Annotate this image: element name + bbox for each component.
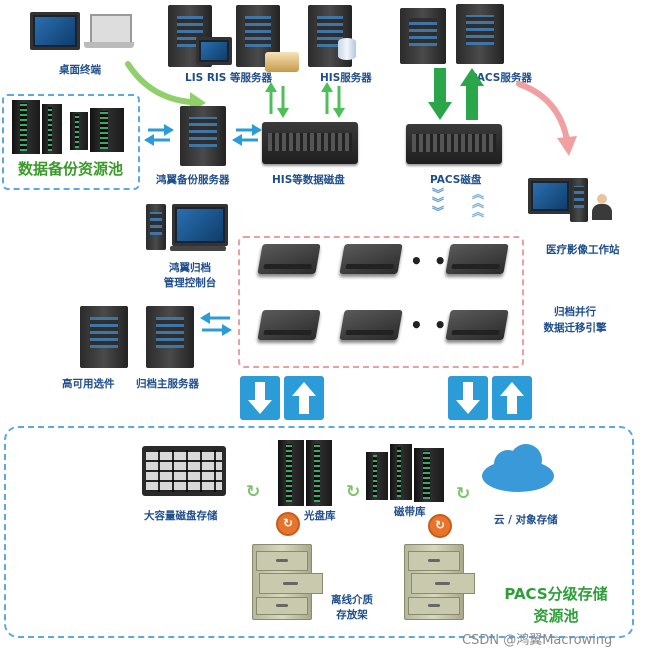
filing-cabinet-icon-1 [252,544,323,620]
desktop-monitor-icon [30,12,80,50]
swirl-icon-1: ↻ [246,482,261,502]
migration-engine-frame [238,236,524,368]
engine-node-icon-2 [339,244,403,274]
archive-console-label-1: 鸿翼归档 [169,262,211,274]
tape-library-icon-3 [414,448,444,502]
cycle-icon-2: ↻ [428,514,452,538]
workstation-tower-icon [570,178,588,222]
archive-console-label-2: 管理控制台 [163,277,217,289]
workstation-label: 医疗影像工作站 [546,244,620,256]
his-server-label: HIS服务器 [320,72,372,84]
engine-node-icon-5 [339,310,403,340]
database-icon [338,38,356,60]
laptop-icon [84,14,134,52]
tape-library-icon-2 [390,444,412,500]
pacs-pool-title-1: PACS分级存储 [504,585,608,603]
backup-disk-sync-arrow [232,124,262,146]
pacs-server-label: PACS服务器 [470,72,532,84]
pacs-server-icon-1 [400,8,446,64]
lis-server-icon [168,5,212,67]
engine-main-sync-arrow [200,312,232,336]
workstation-monitor-icon [528,178,572,214]
cloud-icon [482,444,554,492]
backup-rack-icon-4 [90,108,124,152]
lis-disk-sync-arrow [265,82,289,118]
csdn-watermark: CSDN @鸿翼Macrowing [462,633,613,648]
console-keyboard-icon [170,246,226,251]
engine-node-icon-1 [257,244,321,274]
migration-down-chevrons: ︾︾︾ [431,187,444,219]
tape-library-icon-1 [366,452,388,500]
lis-ris-label: LIS RIS 等服务器 [185,72,273,84]
cycle-icon-1: ↻ [276,512,300,536]
offline-media-label-1: 离线介质 [331,594,373,606]
migration-engine-label-2: 数据迁移引擎 [543,322,607,334]
pacs-workstation-arrow [516,81,577,156]
doctor-avatar-icon [592,194,612,220]
swirl-icon-3: ↻ [456,484,471,504]
archive-main-server-icon [146,306,194,368]
pacs-pool-title-2: 资源池 [533,607,579,625]
engine-node-icon-4 [257,310,321,340]
migration-up-chevrons: ︽︽︽ [471,187,484,219]
tape-library-label: 磁带库 [394,506,426,518]
optical-library-icon-1 [278,440,304,506]
ha-component-label: 高可用选件 [62,378,115,390]
swirl-icon-2: ↻ [346,482,361,502]
optical-library-label: 光盘库 [304,510,336,522]
backup-rack-icon-2 [42,104,62,154]
disk-array-icon [142,446,226,496]
backup-rack-icon-1 [12,100,40,154]
tier-down-arrow-left [240,376,280,420]
migration-engine-label-1: 归档并行 [554,306,596,318]
backup-server-label: 鸿翼备份服务器 [156,174,230,186]
tier-down-arrow-right [448,376,488,420]
ha-server-icon [80,306,128,368]
pacs-disk-sync-arrow [428,68,484,120]
his-disk-label: HIS等数据磁盘 [272,174,345,186]
backup-pool-frame [2,94,140,190]
backup-server-icon [180,106,226,166]
filing-cabinet-icon-2 [404,544,475,620]
ris-monitor-icon [196,37,232,65]
engine-node-icon-6 [445,310,509,340]
tier-up-arrow-left [284,376,324,420]
backup-pool-title: 数据备份资源池 [18,160,124,178]
console-tower-icon [146,204,166,250]
engine-node-icon-3 [445,244,509,274]
console-monitor-icon [172,204,228,246]
pool-backup-sync-arrow [144,124,174,146]
book-icon [265,52,299,72]
pacs-pool-frame [4,426,634,638]
desktop-terminal-label: 桌面终端 [59,64,101,76]
cloud-storage-label: 云 / 对象存储 [494,514,558,526]
pacs-disk-label: PACS磁盘 [430,174,482,186]
his-disk-rack-icon [262,122,358,164]
pacs-disk-rack-icon [406,124,502,164]
optical-library-icon-2 [306,440,332,506]
tier-up-arrow-right [492,376,532,420]
offline-media-label-2: 存放架 [336,609,368,621]
pacs-server-icon-2 [456,4,504,64]
his-disk-sync-arrow [321,82,345,118]
mass-disk-storage-label: 大容量磁盘存储 [144,510,218,522]
archive-main-server-label: 归档主服务器 [136,378,199,390]
backup-rack-icon-3 [70,112,88,150]
his-server-icon [308,5,352,67]
